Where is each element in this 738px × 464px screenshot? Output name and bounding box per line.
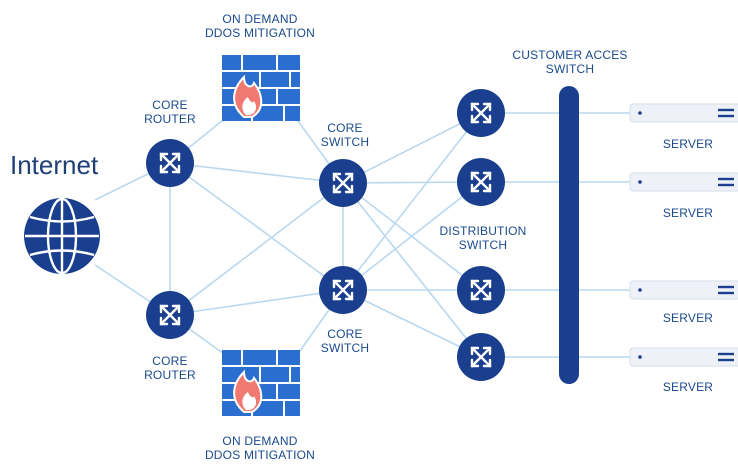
connection-line (169, 162, 344, 184)
access-switch-bar (559, 86, 579, 384)
core-switch-icon (317, 264, 369, 316)
ddos-mitigation-label: ON DEMAND DDOS MITIGATION (204, 12, 316, 40)
connection-line (342, 289, 482, 358)
firewall-icon-bottom (222, 350, 300, 416)
server-label: SERVER (662, 137, 714, 151)
server-icon (628, 279, 738, 301)
distribution-switch-icon (455, 331, 507, 383)
core-router-label: CORE ROUTER (144, 98, 196, 126)
core-switch-icon (317, 157, 369, 209)
connection-line (169, 289, 344, 316)
server-label: SERVER (662, 311, 714, 325)
ddos-mitigation-label: ON DEMAND DDOS MITIGATION (204, 434, 316, 462)
distribution-switch-label: DISTRIBUTION SWITCH (439, 224, 527, 252)
server-label: SERVER (662, 206, 714, 220)
internet-label: Internet (10, 150, 99, 180)
customer-access-switch-label: CUSTOMER ACCES SWITCH (512, 48, 628, 76)
server-label: SERVER (662, 380, 714, 394)
connection-line (169, 182, 344, 316)
server-icon (628, 171, 738, 193)
core-router-label: CORE ROUTER (144, 354, 196, 382)
server-icon (628, 346, 738, 368)
distribution-switch-icon (455, 264, 507, 316)
core-switch-label: CORE SWITCH (320, 121, 370, 149)
connection-line (342, 112, 482, 184)
core-switch-label: CORE SWITCH (320, 327, 370, 355)
server-icon (628, 102, 738, 124)
distribution-switch-icon (455, 87, 507, 139)
distribution-switch-icon (455, 156, 507, 208)
core-router-icon (144, 289, 196, 341)
connection-line (169, 162, 344, 291)
connection-line (342, 182, 482, 358)
firewall-icon-top (222, 55, 300, 121)
connection-line (342, 112, 482, 291)
core-router-icon (144, 137, 196, 189)
connection-line (342, 181, 482, 291)
globe-icon (24, 197, 100, 275)
